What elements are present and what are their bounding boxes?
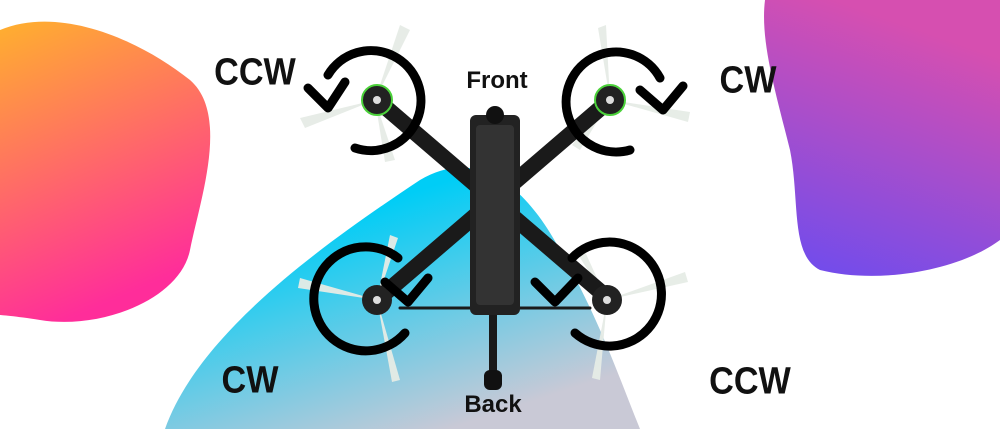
cw-arrow-icon bbox=[309, 242, 433, 356]
rear-right-rotation-label: CCW bbox=[709, 360, 791, 403]
front-left-rotation-label: CCW bbox=[214, 51, 296, 94]
motors bbox=[361, 84, 626, 315]
right-blob bbox=[764, 0, 1000, 276]
antenna bbox=[484, 370, 502, 390]
ccw-arrow-icon bbox=[530, 237, 666, 351]
front-right-rotation-label: CW bbox=[719, 59, 777, 102]
ccw-arrow-icon bbox=[303, 46, 426, 156]
front-label: Front bbox=[466, 67, 528, 94]
rear-left-rotation-label: CW bbox=[221, 359, 279, 402]
camera bbox=[486, 106, 504, 124]
cw-arrow-icon bbox=[561, 47, 688, 157]
back-label: Back bbox=[464, 391, 522, 418]
left-blob bbox=[0, 21, 211, 322]
